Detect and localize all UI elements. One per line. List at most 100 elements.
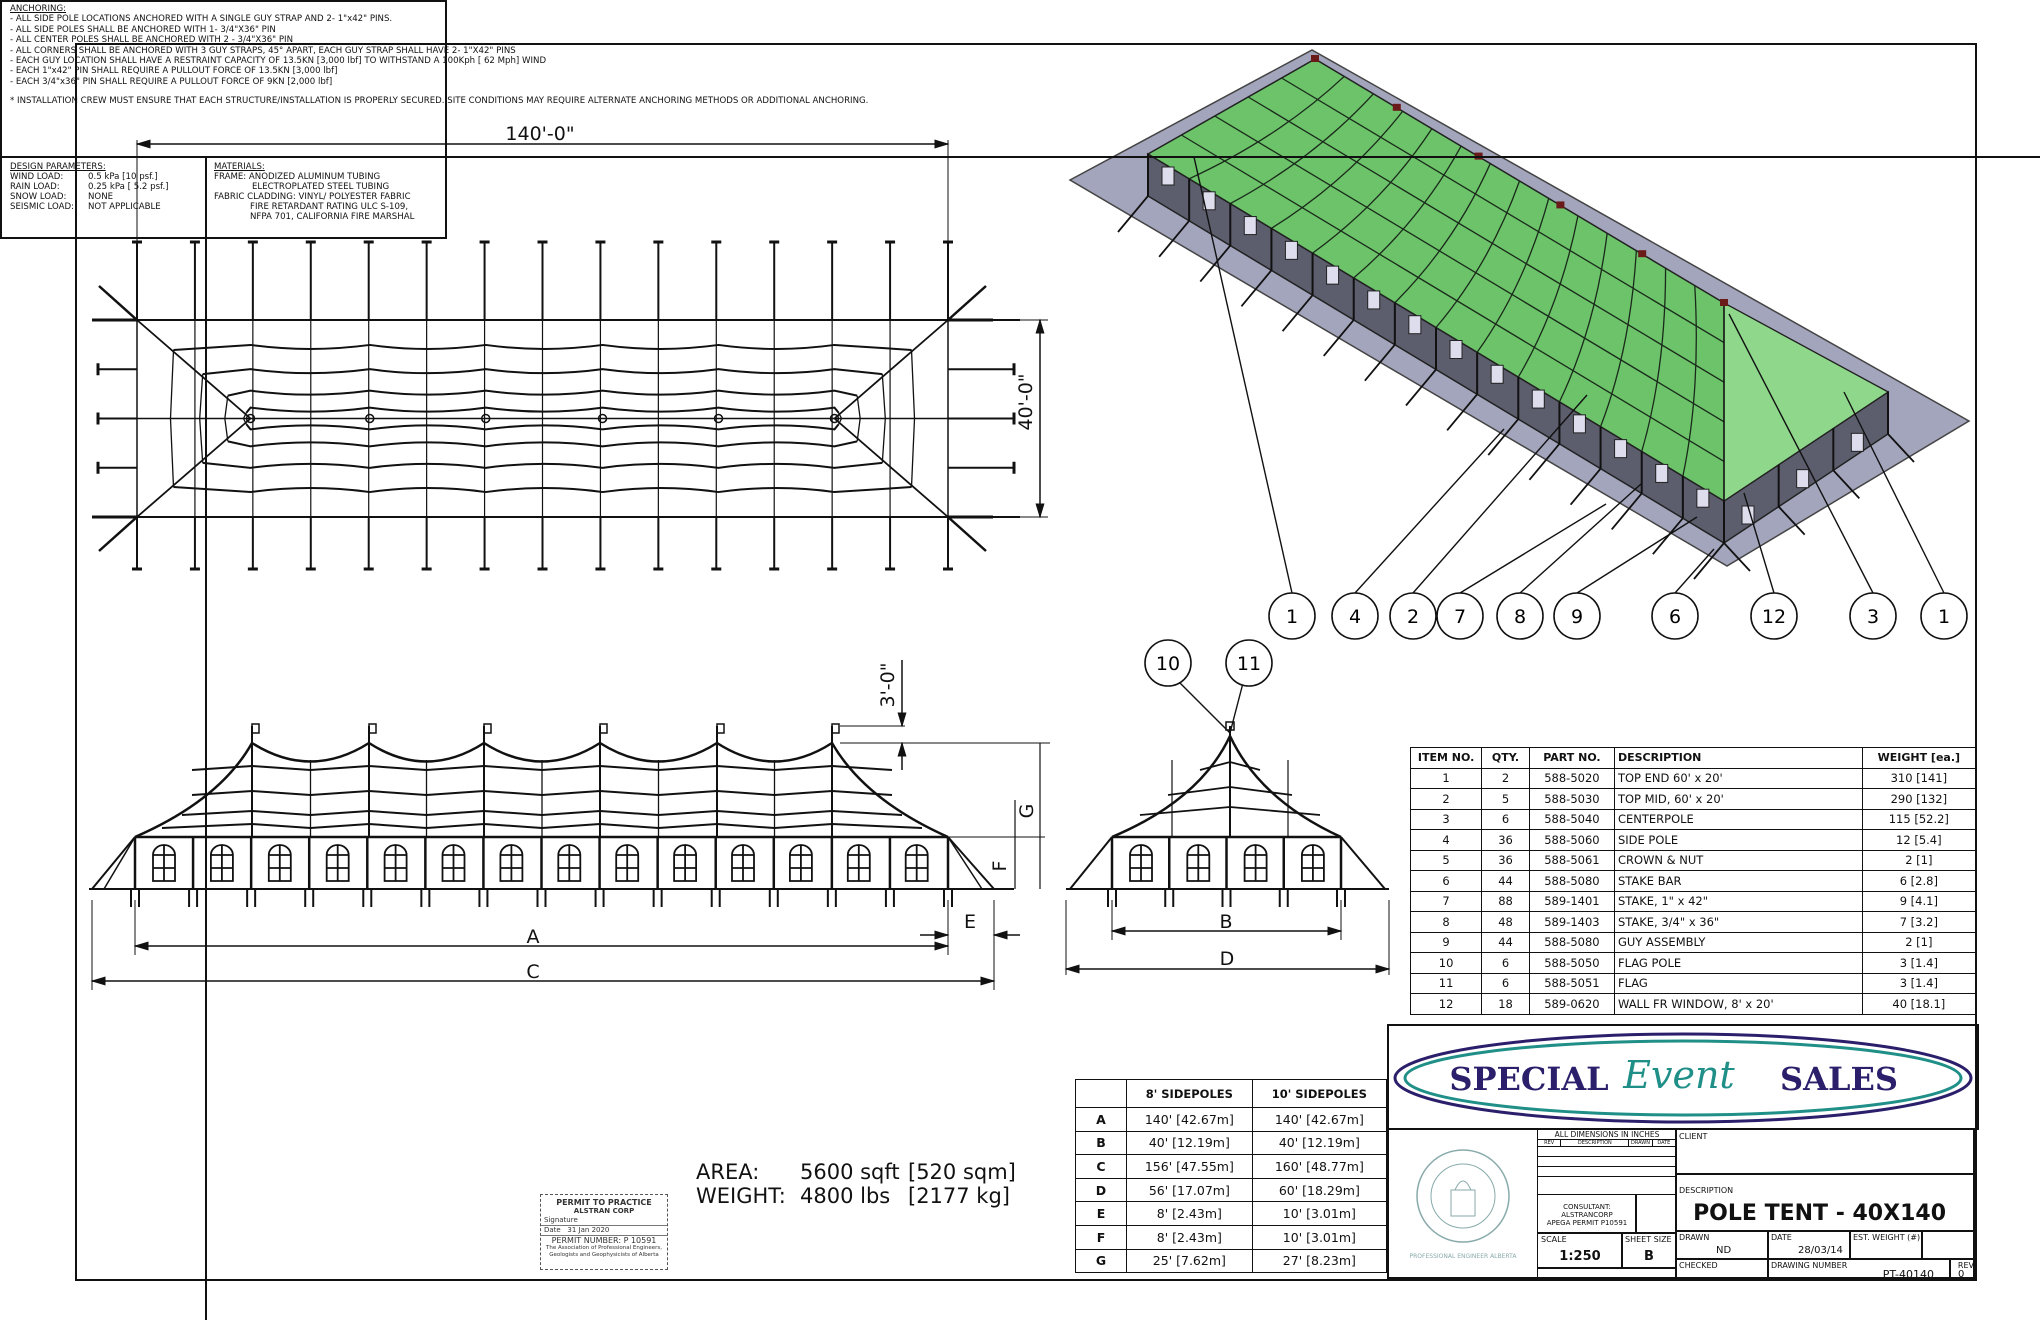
flag-icon — [368, 723, 377, 734]
parameter-value: NONE — [88, 192, 114, 202]
parts-cell: TOP MID, 60' x 20' — [1613, 788, 1863, 810]
client-label: CLIENT — [1679, 1132, 1708, 1141]
guy-strap — [1887, 433, 1915, 463]
guy-strap — [1487, 418, 1519, 456]
guy-line — [1069, 836, 1113, 890]
centerpole-icon — [480, 413, 491, 424]
parts-cell: 589-0620 — [1528, 993, 1615, 1015]
material-item: FABRIC CLADDING: VINYL/ POLYESTER FABRIC — [214, 192, 411, 202]
callout-number: 4 — [1349, 606, 1361, 628]
end-fabric-line — [910, 349, 916, 488]
centerpole-icon — [597, 413, 608, 424]
roof-rafter-line — [1312, 128, 1433, 254]
drawing-border — [75, 43, 1977, 1281]
leader-line — [1728, 313, 1874, 594]
design-title: DESIGN PARAMETERS: — [10, 162, 106, 172]
parts-cell: 2 — [1481, 767, 1530, 789]
parts-cell: 11 — [1409, 972, 1483, 994]
flag-icon — [251, 723, 260, 734]
area-metric: [520 sqm] — [908, 1160, 1016, 1184]
centerpole-icon — [365, 413, 375, 424]
callout-number: 2 — [1407, 606, 1419, 628]
rev-value: 0 — [1958, 1269, 1965, 1280]
guy-strap — [1158, 220, 1190, 258]
materials: MATERIALS: FRAME: ANODIZED ALUMINUM TUBI… — [214, 162, 414, 222]
plan-width-dimension: 40'-0" — [1015, 373, 1037, 430]
units-note: ALL DIMENSIONS IN INCHES — [1538, 1130, 1676, 1140]
roof-profile — [1111, 733, 1342, 839]
window-icon — [1490, 364, 1504, 384]
window-icon — [1129, 844, 1153, 882]
guy-strap — [1405, 368, 1437, 407]
parts-cell: CROWN & NUT — [1613, 849, 1863, 871]
callout-balloon — [1268, 592, 1316, 640]
window-icon — [1326, 265, 1340, 285]
parts-cell: GUY ASSEMBLY — [1613, 931, 1863, 953]
design-parameter: SNOW LOAD:NONE — [10, 192, 169, 202]
dims-cell: 60' [18.29m] — [1251, 1177, 1388, 1203]
permit-company: ALSTRAN CORP — [573, 1207, 635, 1215]
area-value: 5600 sqft — [800, 1160, 900, 1184]
flag-icon — [831, 723, 840, 734]
window-icon — [789, 844, 813, 882]
window-icon — [673, 844, 697, 882]
window-icon — [846, 844, 871, 882]
leader-line — [1576, 516, 1698, 594]
parts-cell: SIDE POLE — [1613, 829, 1863, 851]
guy-strap — [1240, 269, 1273, 307]
logo-word-sales: SALES — [1780, 1060, 1898, 1098]
parts-cell: 6 — [1481, 952, 1530, 974]
rev-label: REV — [1957, 1261, 1974, 1270]
parameter-label: SEISMIC LOAD: — [10, 202, 75, 212]
anchoring-item: - EACH 3/4"x36" PIN SHALL REQUIRE A PULL… — [10, 76, 333, 87]
end-fabric-line — [169, 349, 175, 488]
callout-balloon — [1651, 592, 1699, 640]
guy-line — [947, 836, 983, 890]
material-item: FRAME: ANODIZED ALUMINUM TUBING — [214, 172, 381, 182]
parameter-label: WIND LOAD: — [10, 172, 64, 182]
seal-text: PROFESSIONAL ENGINEER ALBERTA — [1410, 1253, 1518, 1260]
description-label: DESCRIPTION — [1679, 1186, 1734, 1195]
window-icon — [1796, 469, 1810, 489]
flag-icon — [716, 723, 725, 734]
weight-label: WEIGHT: — [696, 1184, 786, 1208]
area-weight-summary: AREA:5600 sqft[520 sqm] WEIGHT:4800 lbs[… — [696, 1160, 1016, 1208]
parts-cell: 115 [52.2] — [1861, 808, 1977, 830]
parts-cell: 3 — [1409, 808, 1483, 830]
design-parameter: SEISMIC LOAD:NOT APPLICABLE — [10, 202, 169, 212]
anchoring-item: - ALL CENTER POLES SHALL BE ANCHORED WIT… — [10, 35, 293, 46]
roof-rafter-line — [1229, 93, 1374, 205]
centerpole-icon — [829, 413, 840, 424]
parts-cell: 9 — [1409, 931, 1483, 953]
permit-title: PERMIT TO PRACTICE — [556, 1198, 652, 1207]
leader-line — [1743, 492, 1775, 594]
guy-strap — [1446, 393, 1478, 431]
weight-metric: [2177 kg] — [908, 1184, 1010, 1208]
parts-cell: 2 [1] — [1861, 931, 1977, 953]
parts-cell: 2 [1] — [1861, 849, 1977, 871]
leader-line — [1354, 428, 1505, 594]
guy-strap — [1528, 443, 1561, 481]
hip-line — [833, 417, 949, 518]
window-icon — [1572, 414, 1586, 434]
dim-label-e: E — [964, 911, 976, 933]
end-fabric-line — [856, 395, 861, 442]
end-elevation — [1064, 721, 1391, 975]
leader-line — [1229, 682, 1244, 734]
dims-cell: 156' [47.55m] — [1126, 1154, 1253, 1179]
window-icon — [1284, 240, 1298, 260]
parts-cell: 3 [1.4] — [1861, 952, 1977, 974]
fabric-seam-line — [1199, 761, 1261, 771]
callout-balloon — [1750, 592, 1798, 640]
parts-cell: 18 — [1481, 993, 1530, 1015]
flag-icon — [1225, 721, 1235, 731]
design-parameters: DESIGN PARAMETERS: WIND LOAD:0.5 kPa [10… — [10, 162, 169, 212]
window-icon — [1161, 166, 1175, 186]
